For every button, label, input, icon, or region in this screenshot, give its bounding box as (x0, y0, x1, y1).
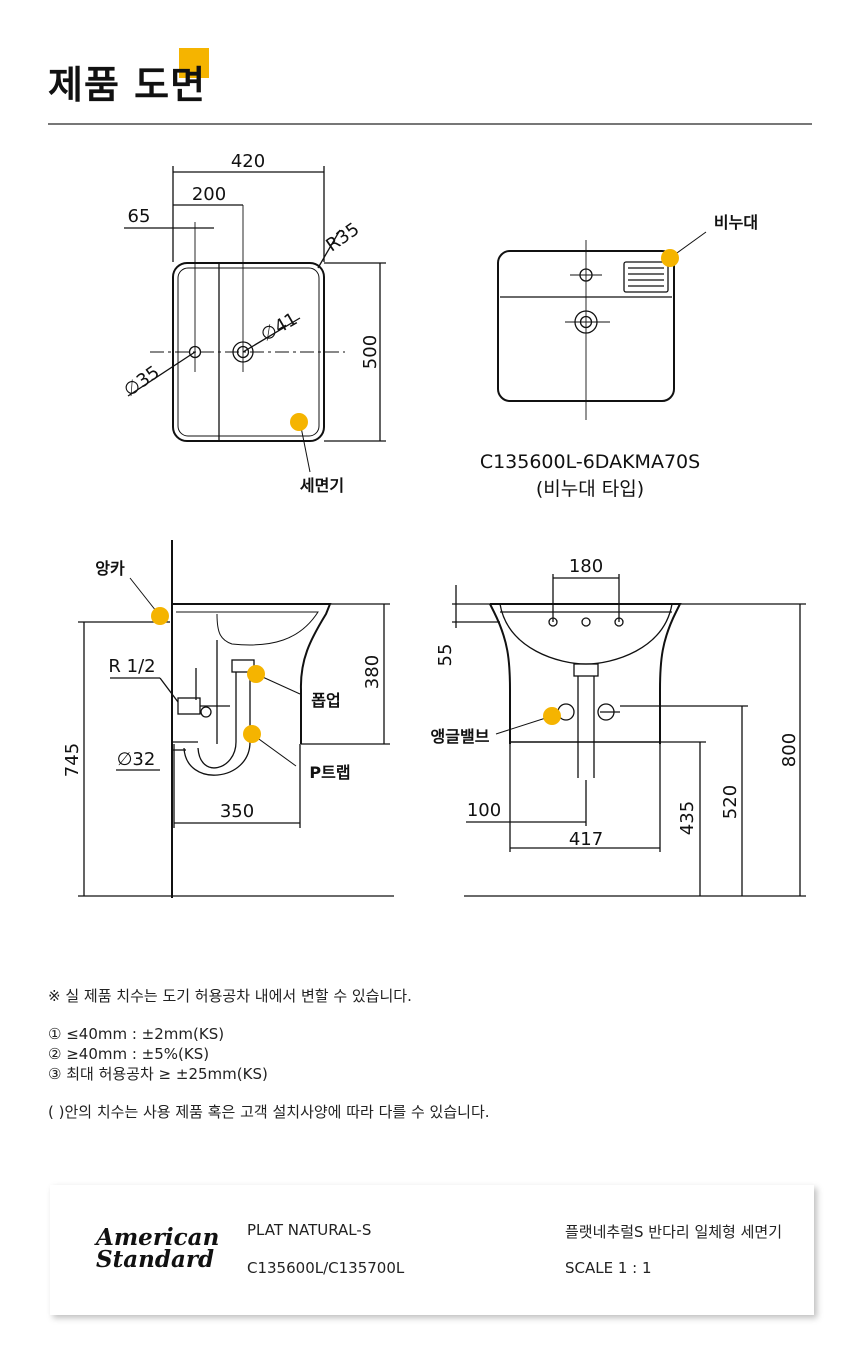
model-subtitle: (비누대 타입) (536, 478, 644, 500)
dim-800: 800 (779, 733, 800, 767)
product-description: 플랫네추럴S 반다리 일체형 세면기 (565, 1223, 783, 1241)
popup-callout-dot (247, 665, 265, 683)
ptrap-callout-dot (243, 725, 261, 743)
disclaimer-note: ※ 실 제품 치수는 도기 허용공차 내에서 변할 수 있습니다. (48, 987, 412, 1005)
title-divider (48, 123, 812, 125)
dim-r12: R 1/2 (108, 656, 155, 677)
model-code: C135600L-6DAKMA70S (480, 451, 700, 473)
basin-callout-dot (290, 413, 308, 431)
callout-angle-valve: 앵글밸브 (431, 727, 490, 746)
dim-420: 420 (231, 151, 265, 172)
callout-anchor: 앙카 (95, 559, 125, 578)
product-name: PLAT NATURAL-S (247, 1221, 372, 1239)
dim-350: 350 (220, 801, 254, 822)
soap-callout-dot (661, 249, 679, 267)
tolerance-notes: ※ 실 제품 치수는 도기 허용공차 내에서 변할 수 있습니다. ① ≤40m… (48, 986, 490, 1122)
soap-variant-plan (497, 240, 675, 420)
drawing-scale: SCALE 1 : 1 (565, 1259, 652, 1277)
dim-d32: ∅32 (117, 749, 156, 770)
callout-ptrap: P트랩 (309, 763, 350, 782)
brand-logo: American Standard (96, 1224, 220, 1273)
dim-520: 520 (720, 785, 741, 819)
dim-417: 417 (569, 829, 603, 850)
tolerance-item-3: ③ 최대 허용공차 ≥ ±25mm(KS) (48, 1065, 268, 1083)
dim-d41: ∅41 (257, 308, 301, 345)
dim-380: 380 (362, 655, 383, 689)
parenthesis-note: ( )안의 치수는 사용 제품 혹은 고객 설치사양에 따라 다를 수 있습니다… (48, 1103, 490, 1121)
callout-popup: 폽업 (311, 691, 340, 710)
valve-callout-dot (543, 707, 561, 725)
tolerance-item-1: ① ≤40mm : ±2mm(KS) (48, 1025, 225, 1043)
front-view-elevation (452, 574, 806, 897)
logo-line-1: American (96, 1224, 220, 1251)
title-accent-mark (179, 48, 209, 78)
dim-180: 180 (569, 556, 603, 577)
side-view-elevation (78, 540, 394, 898)
tolerance-item-2: ② ≥40mm : ±5%(KS) (48, 1045, 210, 1063)
dim-435: 435 (677, 801, 698, 835)
callout-basin: 세면기 (300, 476, 344, 495)
title-block: American Standard PLAT NATURAL-S C135600… (50, 1185, 814, 1315)
anchor-callout-dot (151, 607, 169, 625)
logo-line-2: Standard (96, 1246, 215, 1273)
dim-200: 200 (192, 184, 226, 205)
dim-55: 55 (435, 644, 456, 667)
callout-soap-dish: 비누대 (714, 213, 758, 232)
dim-d35: ∅35 (120, 362, 164, 401)
dim-65: 65 (128, 206, 151, 227)
dim-100: 100 (467, 800, 501, 821)
product-codes: C135600L/C135700L (247, 1259, 405, 1277)
dim-745: 745 (62, 743, 83, 777)
top-view-plan (124, 166, 386, 442)
page-title: 제품 도면 (48, 63, 207, 107)
dim-500: 500 (360, 335, 381, 369)
technical-drawing: 420 200 65 R35 500 ∅41 ∅35 세면기 비누대 C1356… (62, 151, 806, 898)
